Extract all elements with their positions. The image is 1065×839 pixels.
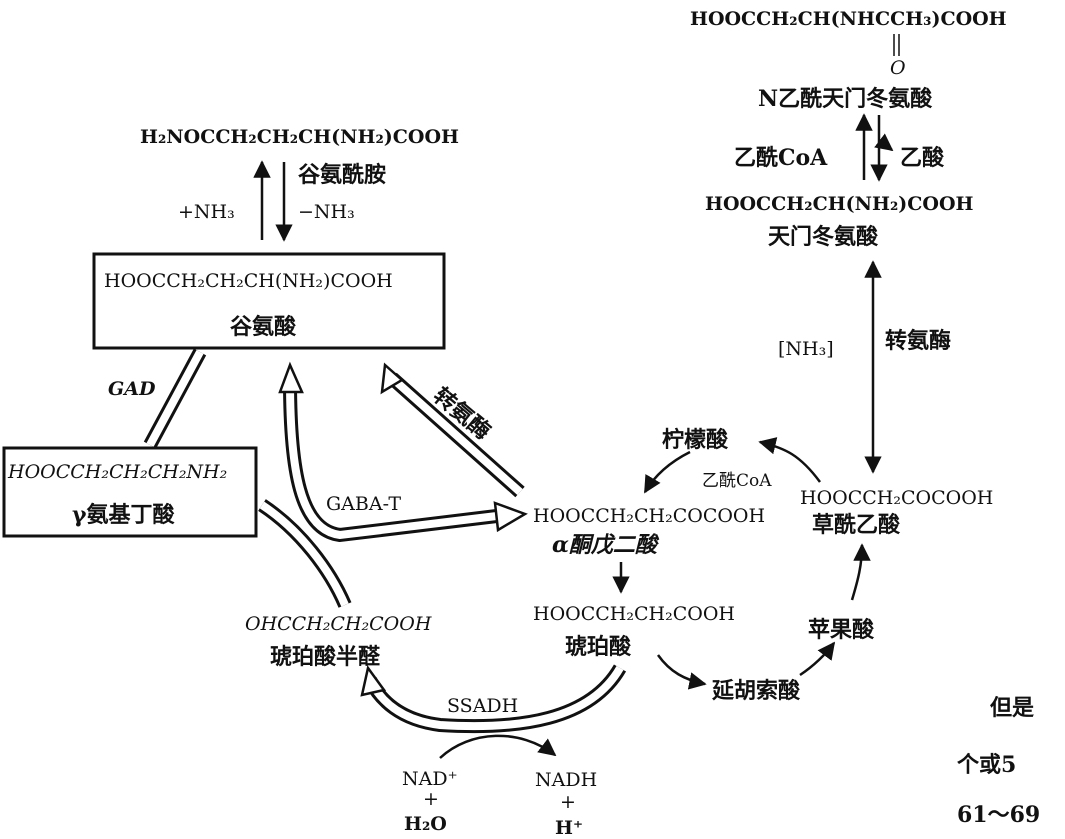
malate-name: 苹果酸 [808, 617, 875, 643]
glutamate-name: 谷氨酸 [230, 314, 297, 340]
glutamine-formula: H₂NOCCH₂CH₂CH(NH₂)COOH [140, 126, 459, 148]
acetate-label: 乙酸 [900, 145, 945, 171]
fumarate-name: 延胡索酸 [711, 678, 801, 704]
h-plus-label: H⁺ [555, 817, 583, 839]
citrate-name: 柠檬酸 [662, 427, 729, 453]
glutamine-name: 谷氨酰胺 [298, 162, 386, 188]
margin-text-line2: 个或5 [957, 752, 1016, 778]
nh3-label: [NH₃] [778, 338, 834, 360]
ssa-formula: OHCCH₂CH₂COOH [245, 613, 432, 635]
acetyl-coa-tca-label: 乙酰CoA [702, 471, 772, 491]
glutamate-box: HOOCCH₂CH₂CH(NH₂)COOH 谷氨酸 [92, 252, 446, 350]
h2o-label: H₂O [404, 813, 447, 835]
ssa-name: 琥珀酸半醛 [270, 644, 381, 670]
gaba-formula: HOOCCH₂CH₂CH₂NH₂ [7, 461, 227, 483]
arrowhead [278, 361, 304, 394]
acetate-branch-arrow [874, 133, 894, 152]
arrowhead [493, 501, 528, 533]
oxaloacetate-citrate-arrow [758, 437, 822, 483]
gaba-t-label: GABA-T [326, 493, 401, 515]
alpha-kg-name: α酮戊二酸 [552, 532, 660, 558]
nad-label: NAD⁺ [402, 768, 458, 790]
fumarate-malate-arrow [799, 641, 836, 677]
n-acetyl-aspartate-name: N乙酰天门冬氨酸 [758, 86, 933, 112]
plus-sign: + [560, 791, 576, 813]
aspartate-formula: HOOCCH₂CH(NH₂)COOH [705, 193, 973, 215]
nadh-label: NADH [535, 769, 597, 791]
plus-nh3-label: +NH₃ [178, 201, 235, 223]
carbonyl-oxygen: O [890, 57, 906, 79]
succinate-fumarate-arrow [656, 654, 707, 690]
succinate-formula: HOOCCH₂CH₂COOH [533, 603, 735, 625]
alpha-kg-formula: HOOCCH₂CH₂COCOOH [533, 505, 765, 527]
oxaloacetate-formula: HOOCCH₂COCOOH [800, 487, 993, 509]
minus-nh3-label: −NH₃ [298, 201, 355, 223]
n-acetyl-aspartate: HOOCCH₂CH(NHCCH₃)COOH O N乙酰天门冬氨酸 [690, 8, 1007, 112]
succinate-name: 琥珀酸 [565, 634, 632, 660]
ssadh-label: SSADH [447, 695, 518, 717]
gaba-name: γ氨基丁酸 [72, 502, 176, 528]
nad-reduction-arrow [439, 734, 557, 759]
oxaloacetate-name: 草酰乙酸 [812, 512, 901, 538]
margin-text-line3: 61～69 [957, 802, 1040, 828]
malate-oxaloacetate-arrow [850, 543, 871, 601]
gaba-box: HOOCCH₂CH₂CH₂NH₂ γ氨基丁酸 [2, 446, 258, 538]
aspartate-name: 天门冬氨酸 [768, 224, 879, 250]
acetyl-coa-label: 乙酰CoA [734, 145, 828, 171]
glutamate-formula: HOOCCH₂CH₂CH(NH₂)COOH [104, 270, 393, 292]
gaba-ssa-arrow [258, 499, 352, 608]
margin-text-line1: 但是 [990, 695, 1034, 721]
citrate-akg-arrow [643, 450, 691, 494]
gad-label: GAD [108, 378, 156, 400]
n-acetyl-aspartate-formula: HOOCCH₂CH(NHCCH₃)COOH [690, 8, 1007, 30]
aspartate-transaminase-label: 转氨酶 [885, 328, 951, 354]
plus-sign: + [423, 788, 439, 810]
